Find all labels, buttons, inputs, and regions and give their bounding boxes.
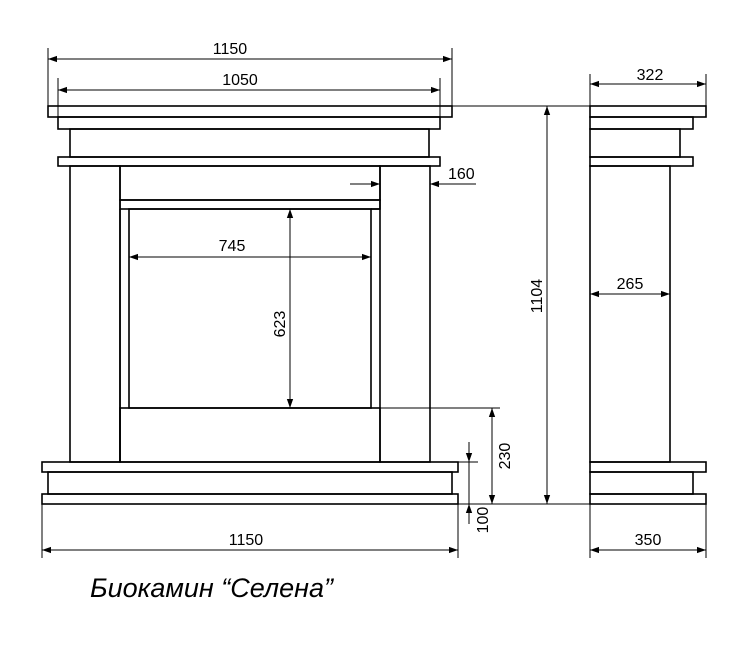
side-view xyxy=(589,105,707,505)
hearth-panel xyxy=(119,407,381,463)
dim-label-322: 322 xyxy=(637,67,664,84)
dim-label-1104: 1104 xyxy=(529,279,546,314)
dimension-opening-623: 623 xyxy=(272,209,294,408)
right-pillar xyxy=(379,165,431,463)
lower-shelf xyxy=(57,156,441,167)
top-shelf xyxy=(47,105,453,118)
dimension-side-offset-160: 160 xyxy=(350,166,476,188)
frieze xyxy=(69,128,430,158)
firebox-opening xyxy=(128,208,372,409)
side-base-bottom xyxy=(589,493,707,505)
dim-label-top-1050: 1050 xyxy=(222,72,258,89)
front-view xyxy=(41,105,459,505)
dimension-side-265: 265 xyxy=(590,276,670,298)
dim-label-350: 350 xyxy=(635,532,662,549)
side-base-top xyxy=(589,461,707,473)
side-base-body xyxy=(589,471,694,495)
dimension-top-1150: 1150 xyxy=(47,41,453,106)
dimension-side-350: 350 xyxy=(589,504,707,558)
dim-label-bottom-1150: 1150 xyxy=(229,532,264,549)
dim-label-623: 623 xyxy=(272,311,289,338)
base-bottom-slab xyxy=(41,493,459,505)
dim-label-265: 265 xyxy=(617,276,644,293)
dimension-total-1104: 1104 xyxy=(452,105,590,505)
dimension-hearth-230: 230 xyxy=(380,407,514,504)
dim-label-230: 230 xyxy=(497,443,514,470)
dim-label-745: 745 xyxy=(219,238,246,255)
side-lower-shelf xyxy=(589,156,694,167)
base-body xyxy=(47,471,453,495)
base-top-slab xyxy=(41,461,459,473)
dimension-side-322: 322 xyxy=(589,67,707,106)
side-frieze xyxy=(589,128,681,158)
lintel xyxy=(119,165,381,201)
dimension-opening-745: 745 xyxy=(129,238,371,261)
side-top-molding xyxy=(589,116,694,130)
left-pillar xyxy=(69,165,121,463)
dimension-base-100: 100 xyxy=(458,442,492,533)
side-top-shelf xyxy=(589,105,707,118)
dimension-top-1050: 1050 xyxy=(57,72,441,117)
lintel-trim xyxy=(119,199,381,210)
dimension-bottom-1150: 1150 xyxy=(41,504,459,558)
dim-label-160: 160 xyxy=(448,166,475,183)
top-molding xyxy=(57,116,441,130)
dim-label-top-1150: 1150 xyxy=(213,41,248,58)
dim-label-100: 100 xyxy=(475,507,492,534)
side-body xyxy=(589,165,671,463)
drawing-caption: Биокамин “Селена” xyxy=(90,573,333,603)
